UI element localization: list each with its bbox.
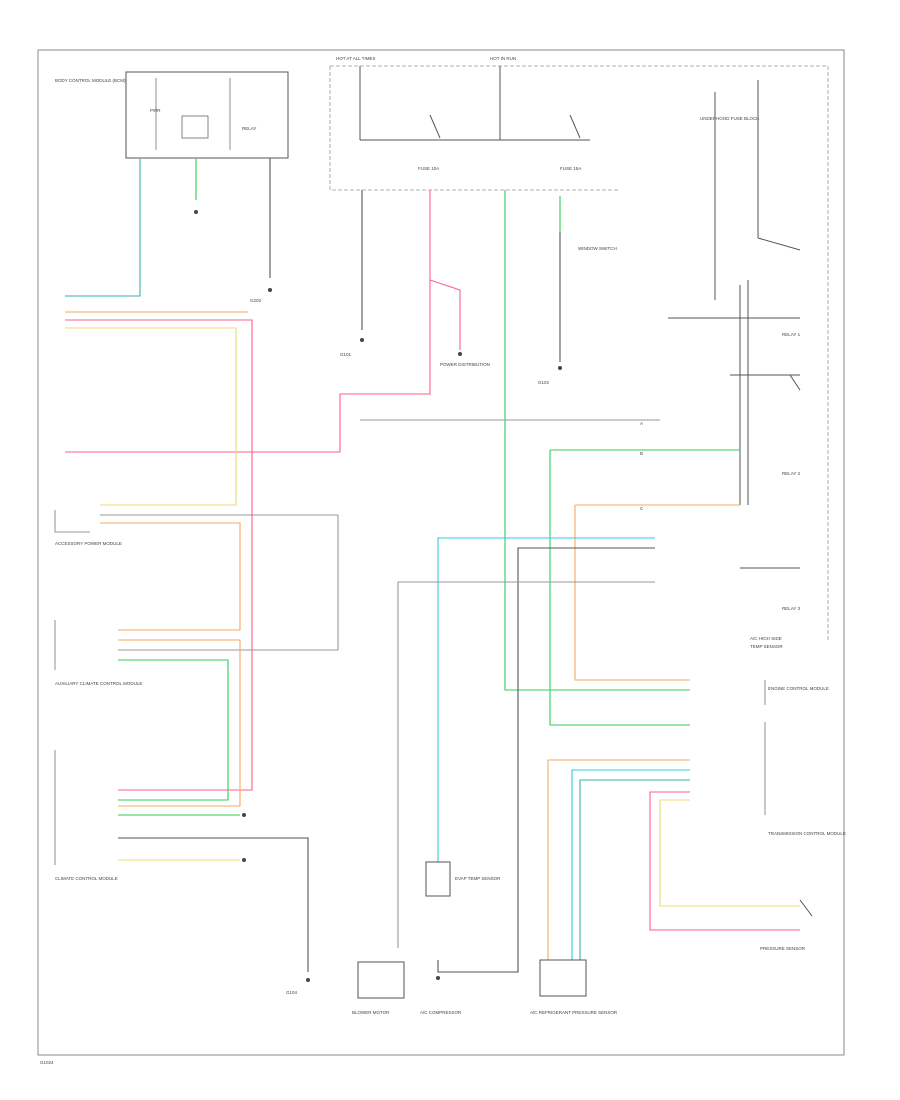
- yellow-wire-left-top: [65, 327, 237, 506]
- module-left-2-label: AUXILIARY CLIMATE CONTROL MODULE: [55, 681, 142, 686]
- pin-c-label: C: [640, 506, 644, 511]
- left-module-3: CLIMATE CONTROL MODULE: [54, 750, 118, 881]
- left-module-1: ACCESSORY POWER MODULE: [54, 510, 122, 546]
- green-wire-left-mid: [118, 659, 229, 801]
- black-wire-mid: [437, 547, 655, 973]
- orange-wire-bottom-right: [547, 759, 690, 960]
- top-ground-label: G203: [250, 298, 262, 303]
- fuse-2-label: FUSE 15A: [560, 166, 581, 171]
- window-switch-label: WINDOW SWITCH: [578, 246, 617, 251]
- orange-wire-left-mid: [100, 522, 241, 631]
- diagram-border: [37, 49, 845, 1056]
- cyan-wire-mid: [437, 537, 655, 862]
- orange-wire-left-low: [118, 639, 241, 807]
- ground-center-label: G101: [340, 352, 352, 357]
- sensor-bottom-3-label: EVAP TEMP SENSOR: [455, 876, 501, 881]
- relay-1-label: RELAY 1: [782, 332, 801, 337]
- power-dist-label: POWER DISTRIBUTION: [440, 362, 490, 367]
- right-label-top: A/C HIGH SIDE: [750, 636, 782, 641]
- module-right-3-label: PRESSURE SENSOR: [760, 946, 806, 951]
- hot-at-all-times-label: HOT AT ALL TIMES: [336, 56, 376, 61]
- teal-wire: [65, 158, 141, 297]
- pressure-sensor-bottom: A/C REFRIGERANT PRESSURE SENSOR: [530, 959, 618, 1015]
- pink-wire-main: [65, 190, 431, 453]
- module-left-1-label: ACCESSORY POWER MODULE: [55, 541, 122, 546]
- yellow-wire-bottom-right: [659, 799, 800, 907]
- green-wire-center: [504, 190, 690, 691]
- left-module-2: AUXILIARY CLIMATE CONTROL MODULE: [54, 620, 142, 686]
- module-right-2-label: TRANSMISSION CONTROL MODULE: [768, 831, 846, 836]
- relay-3-label: RELAY 3: [782, 606, 801, 611]
- right-module-1: ENGINE CONTROL MODULE: [764, 680, 829, 705]
- fuse-block-label: UNDERHOOD FUSE BLOCK: [700, 116, 759, 121]
- top-left-module-label: BODY CONTROL MODULE (BCM): [55, 78, 126, 83]
- hot-in-run-label: HOT IN RUN: [490, 56, 516, 61]
- pin-b-label: B: [640, 451, 643, 456]
- fuse-1-label: FUSE 10A: [418, 166, 439, 171]
- pink-wire-bottom-right: [649, 791, 800, 931]
- relay-2-label: RELAY 2: [782, 471, 801, 476]
- gray-wire-mid: [397, 581, 655, 948]
- teal-wire-bottom-right: [579, 779, 690, 960]
- ground-center-right-label: G102: [538, 380, 550, 385]
- right-label-mid: TEMP SENSOR: [750, 644, 783, 649]
- top-left-module: BODY CONTROL MODULE (BCM) PWR RELAY: [55, 71, 289, 159]
- relay-label: PWR: [150, 108, 161, 113]
- right-module-2: TRANSMISSION CONTROL MODULE: [764, 722, 846, 836]
- cyan-wire-bottom-right: [571, 769, 690, 960]
- evap-temp-sensor: EVAP TEMP SENSOR: [425, 861, 501, 897]
- pink-wire-branch: [429, 279, 461, 350]
- ground-bottom-label: G104: [286, 990, 298, 995]
- module-right-1-label: ENGINE CONTROL MODULE: [768, 686, 829, 691]
- sensor-bottom-4-label: A/C REFRIGERANT PRESSURE SENSOR: [530, 1010, 618, 1015]
- sensor-bottom-1-label: BLOWER MOTOR: [352, 1010, 390, 1015]
- pink-wire-left-top: [65, 319, 253, 791]
- gray-wire-left-mid: [100, 514, 339, 651]
- relay-label-2: RELAY: [242, 126, 256, 131]
- black-wire-left-low: [118, 837, 309, 972]
- orange-wire-right-down: [574, 505, 690, 681]
- pin-a-label: A: [640, 421, 643, 426]
- module-left-3-label: CLIMATE CONTROL MODULE: [55, 876, 118, 881]
- fuse-block: HOT AT ALL TIMES HOT IN RUN FUSE 10A FUS…: [329, 56, 829, 640]
- blower-motor: BLOWER MOTOR: [352, 961, 405, 1015]
- sensor-bottom-2-label: A/C COMPRESSOR: [420, 1010, 462, 1015]
- right-pressure-sensor: PRESSURE SENSOR: [760, 899, 813, 951]
- footer-code: G1024: [40, 1060, 54, 1065]
- green-wire-right-down: [549, 450, 690, 726]
- right-relay-area: RELAY 1 RELAY 2 RELAY 3: [668, 80, 801, 611]
